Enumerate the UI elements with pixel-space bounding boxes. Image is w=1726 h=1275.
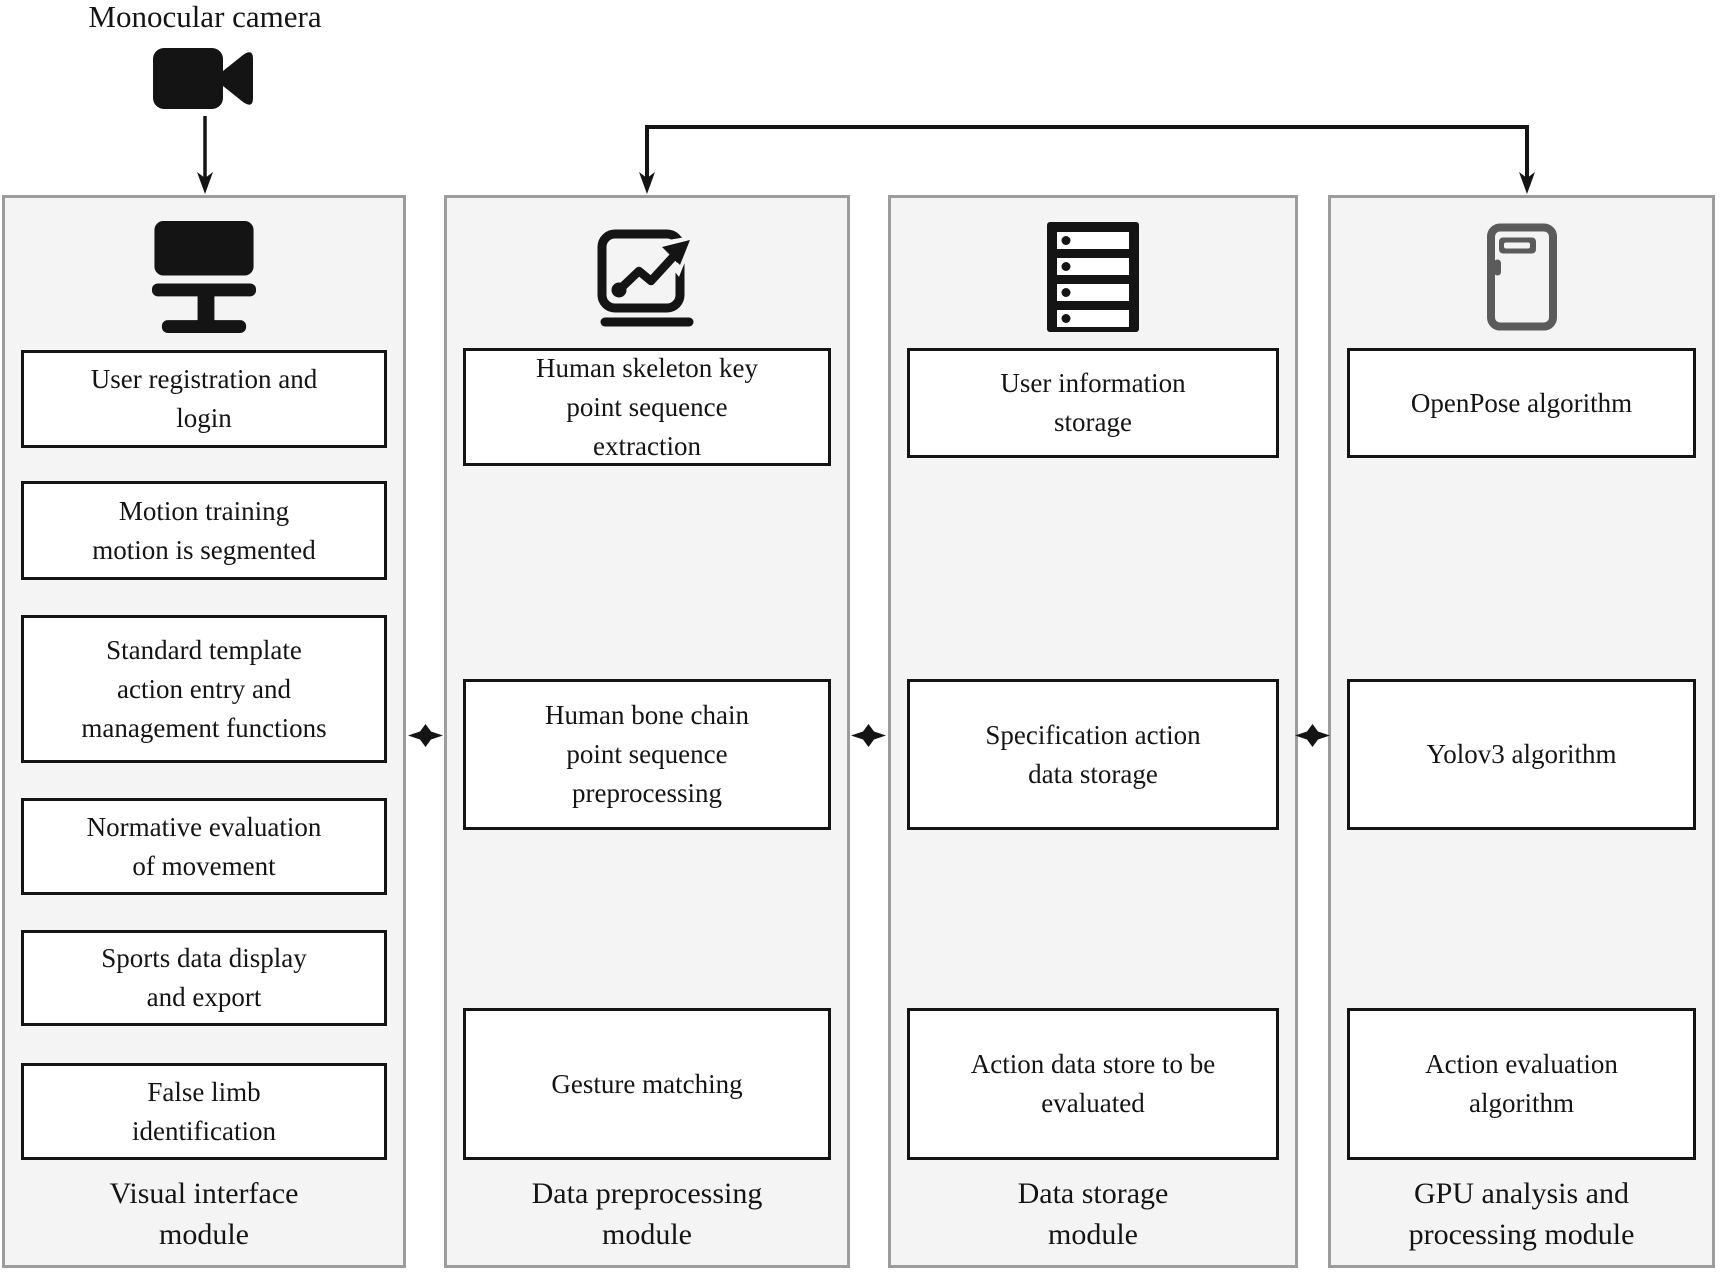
box-user-information-storage: User information storage [907, 348, 1279, 458]
module-visual-interface: User registration and login Motion train… [2, 195, 406, 1268]
module-label-visual-interface: Visual interface module [109, 1177, 299, 1251]
top-branch-arrows [639, 125, 1535, 194]
box-user-registration: User registration and login [21, 350, 387, 448]
connector-diamond-3 [1295, 724, 1330, 747]
module-data-preprocessing: Human skeleton key point sequence extrac… [444, 195, 850, 1268]
module-label-data-preprocessing: Data preprocessing module [531, 1177, 763, 1251]
monitor-icon [151, 221, 257, 333]
box-gesture-matching: Gesture matching [463, 1008, 831, 1160]
box-action-data-store: Action data store to be evaluated [907, 1008, 1279, 1160]
connector-diamond-2 [851, 724, 886, 747]
box-false-limb: False limb identification [21, 1063, 387, 1160]
box-specification-action-storage: Specification action data storage [907, 679, 1279, 830]
box-motion-training: Motion training motion is segmented [21, 481, 387, 580]
server-icon [1047, 222, 1139, 332]
chart-trend-icon [597, 229, 696, 327]
box-normative-evaluation: Normative evaluation of movement [21, 798, 387, 895]
video-camera-icon [153, 48, 253, 109]
box-yolov3-algorithm: Yolov3 algorithm [1347, 679, 1696, 830]
module-data-storage: User information storage Specification a… [888, 195, 1298, 1268]
box-openpose-algorithm: OpenPose algorithm [1347, 348, 1696, 458]
gpu-icon [1486, 223, 1557, 331]
box-skeleton-keypoint: Human skeleton key point sequence extrac… [463, 348, 831, 466]
connector-diamond-1 [408, 724, 443, 747]
module-gpu-analysis: OpenPose algorithm Yolov3 algorithm Acti… [1328, 195, 1715, 1268]
box-bone-chain: Human bone chain point sequence preproce… [463, 679, 831, 830]
module-label-gpu-analysis: GPU analysis and processing module [1408, 1177, 1635, 1251]
camera-label: Monocular camera [88, 0, 322, 34]
module-label-data-storage: Data storage module [1017, 1177, 1169, 1251]
box-sports-data: Sports data display and export [21, 930, 387, 1026]
box-standard-template: Standard template action entry and manag… [21, 615, 387, 763]
box-action-evaluation-algorithm: Action evaluation algorithm [1347, 1008, 1696, 1160]
camera-to-visual-arrow [197, 116, 213, 194]
